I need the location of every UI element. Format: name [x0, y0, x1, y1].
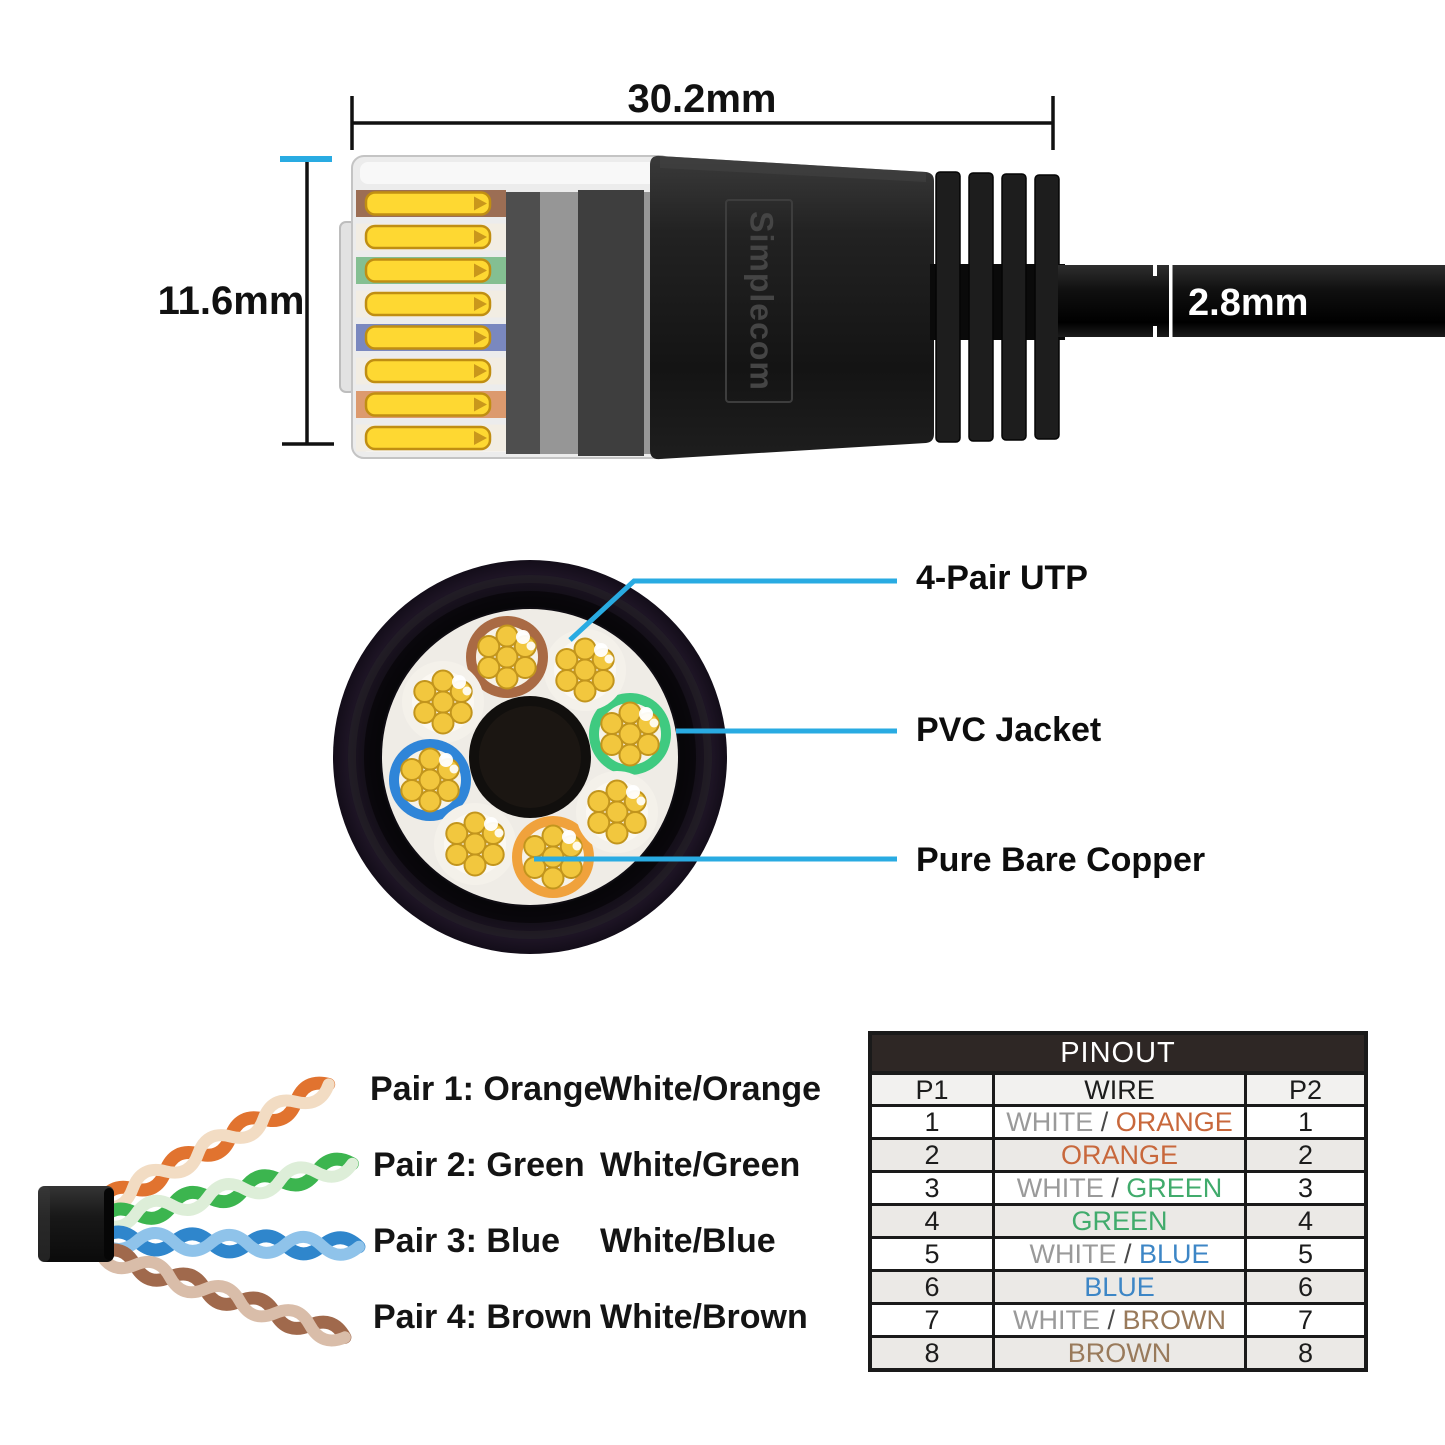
pair-4-alt-label: White/Brown	[600, 1298, 808, 1336]
height-dimension-label: 11.6mm	[158, 279, 305, 323]
brand-label: Simplecom	[744, 211, 780, 391]
pin-number: 4	[1297, 1206, 1314, 1236]
pinout-row: 1 WHITE / ORANGE 1	[872, 1104, 1364, 1137]
callout-label-pure-bare-copper: Pure Bare Copper	[916, 841, 1206, 879]
pair-1-label: Pair 1: Orange	[370, 1070, 603, 1108]
pin-number: 8	[872, 1338, 995, 1368]
pin-number: 1	[872, 1107, 995, 1137]
cyan-tick	[280, 156, 332, 162]
wire-white-part: WHITE	[1012, 1305, 1100, 1335]
pin-number: 2	[1297, 1140, 1314, 1170]
wire-separator: /	[1099, 1305, 1123, 1335]
conductors	[389, 616, 671, 898]
pair-brown	[93, 1243, 352, 1347]
pinout-col-wire: WIRE	[995, 1075, 1247, 1104]
pair-3-label: Pair 3: Blue	[373, 1222, 561, 1260]
cable-cross-section-graphic	[333, 560, 897, 954]
wire-color-part: ORANGE	[1060, 1140, 1179, 1170]
cable-core	[469, 696, 591, 818]
width-dimension-label: 30.2mm	[628, 77, 777, 121]
wire-blue	[389, 739, 471, 821]
pinout-col-p1: P1	[872, 1075, 995, 1105]
pin-number: 3	[1297, 1173, 1314, 1203]
cable-dim-tick	[1169, 265, 1173, 337]
pair-2-label: Pair 2: Green	[373, 1146, 585, 1184]
callout-label-pvc-jacket: PVC Jacket	[916, 711, 1102, 749]
pinout-row: 7 WHITE / BROWN 7	[872, 1302, 1364, 1335]
pair-3-alt-label: White/Blue	[600, 1222, 776, 1260]
wire-name: GREEN	[995, 1206, 1247, 1236]
pin-number: 1	[1297, 1107, 1314, 1137]
wire-white	[576, 771, 658, 853]
pinout-row: 5 WHITE / BLUE 5	[872, 1236, 1364, 1269]
pin-number: 5	[872, 1239, 995, 1269]
wire-color-part: ORANGE	[1115, 1107, 1233, 1137]
pin-number: 2	[872, 1140, 995, 1170]
wire-name: BLUE	[995, 1272, 1247, 1302]
wire-color-part: BROWN	[1067, 1338, 1172, 1368]
wire-white	[544, 629, 626, 711]
pin-number: 6	[1297, 1272, 1314, 1302]
pinout-table-title: PINOUT	[872, 1035, 1364, 1071]
twisted-pairs-graphic	[38, 1076, 366, 1347]
pair-2-alt-label: White/Green	[600, 1146, 801, 1184]
wire-name: WHITE / GREEN	[995, 1173, 1247, 1203]
pin-number: 7	[1297, 1305, 1314, 1335]
pair-blue	[93, 1225, 366, 1261]
pin-number: 7	[872, 1305, 995, 1335]
wire-brown	[466, 616, 548, 698]
pinout-row: 8 BROWN 8	[872, 1335, 1364, 1368]
wire-color-part: GREEN	[1071, 1206, 1168, 1236]
wire-separator: /	[1116, 1239, 1139, 1269]
height-dimension: 11.6mm	[158, 156, 334, 446]
wire-name: ORANGE	[995, 1140, 1247, 1170]
pinout-table: PINOUT P1 WIRE P2 1 WHITE / ORANGE 1 2 O…	[868, 1031, 1368, 1372]
pair-1-alt-label: White/Orange	[600, 1070, 822, 1108]
pin-number: 8	[1297, 1338, 1314, 1368]
wire-separator: /	[1103, 1173, 1127, 1203]
wire-name: WHITE / BLUE	[995, 1239, 1247, 1269]
pin-number: 4	[872, 1206, 995, 1236]
rj45-pins	[356, 190, 506, 452]
cable-dimension-label: 2.8mm	[1188, 282, 1308, 324]
wire-color-part: GREEN	[1126, 1173, 1223, 1203]
wire-white-part: WHITE	[1029, 1239, 1117, 1269]
rj45-strain-relief-fins	[930, 171, 1065, 443]
brand-plate	[725, 199, 793, 403]
pinout-row: 3 WHITE / GREEN 3	[872, 1170, 1364, 1203]
pinout-header-row: P1 WIRE P2	[872, 1071, 1364, 1105]
wire-color-part: BROWN	[1122, 1305, 1227, 1335]
wire-name: WHITE / BROWN	[995, 1305, 1247, 1335]
wire-name: WHITE / ORANGE	[995, 1107, 1247, 1137]
width-dimension: 30.2mm	[350, 77, 1055, 150]
pair-4-label: Pair 4: Brown	[373, 1298, 593, 1336]
pair-orange	[93, 1076, 336, 1214]
wire-green	[589, 693, 671, 775]
wire-white-part: WHITE	[1016, 1173, 1104, 1203]
cable-sheath	[38, 1186, 114, 1262]
pin-number: 6	[872, 1272, 995, 1302]
pair-green	[93, 1152, 359, 1233]
pinout-col-p2: P2	[1288, 1075, 1323, 1105]
wire-white-part: WHITE	[1006, 1107, 1094, 1137]
pinout-row: 2 ORANGE 2	[872, 1137, 1364, 1170]
rj45-internal-block	[506, 190, 666, 456]
pinout-row: 6 BLUE 6	[872, 1269, 1364, 1302]
callout-lines	[534, 578, 897, 862]
wire-color-part: BLUE	[1138, 1239, 1210, 1269]
wire-white	[402, 661, 484, 743]
connector-dimension-diagram: 30.2mm 11.6mm	[158, 77, 1445, 460]
cable-graphic: 2.8mm	[1058, 265, 1445, 337]
pin-number: 3	[872, 1173, 995, 1203]
pin-number: 5	[1297, 1239, 1314, 1269]
wire-name: BROWN	[995, 1338, 1247, 1368]
callout-label-4-pair-utp: 4-Pair UTP	[916, 559, 1088, 597]
wire-white	[434, 803, 516, 885]
callout-line-4-pair-utp	[568, 578, 897, 642]
rj45-connector-graphic: Simplecom 2.8mm	[339, 155, 1445, 460]
wire-color-part: BLUE	[1084, 1272, 1155, 1302]
wire-separator: /	[1093, 1107, 1116, 1137]
pinout-row: 4 GREEN 4	[872, 1203, 1364, 1236]
